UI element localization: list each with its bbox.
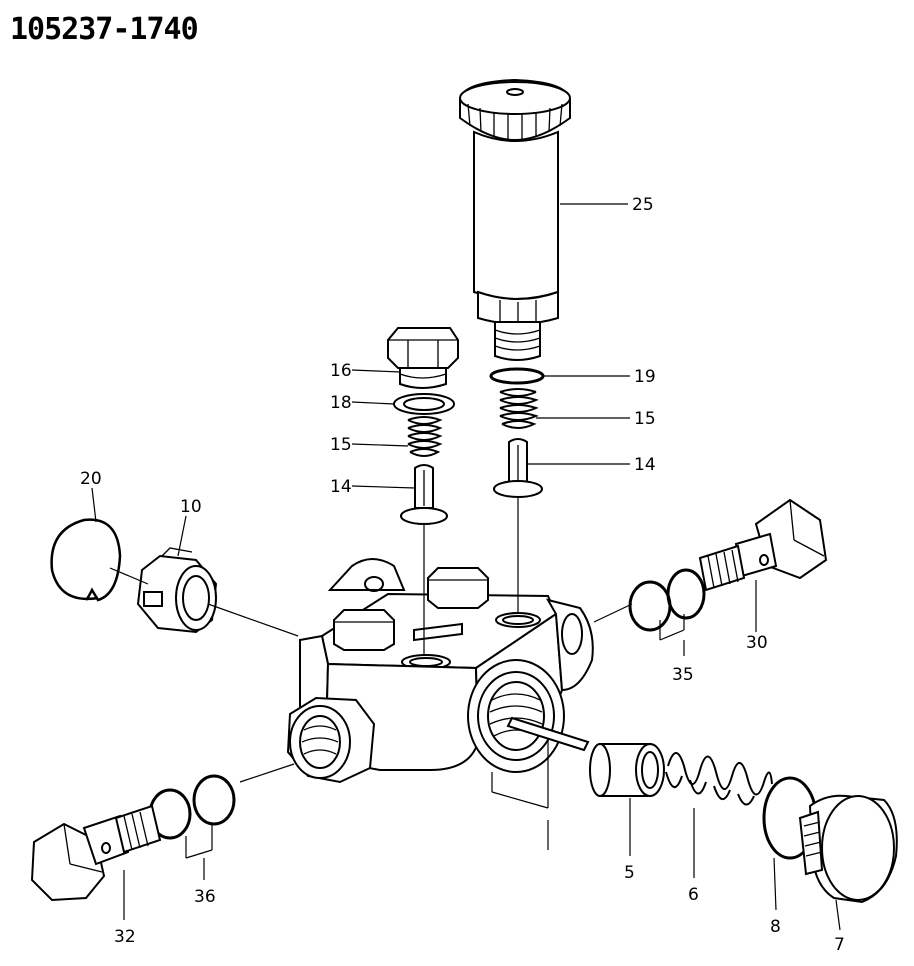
label-7: 7 <box>834 935 845 955</box>
part-number-title: 105237-1740 <box>10 12 199 47</box>
leader-lines <box>91 203 841 931</box>
label-20: 20 <box>80 469 102 489</box>
label-10: 10 <box>180 497 202 517</box>
label-14-left: 14 <box>330 477 352 497</box>
label-14-right: 14 <box>634 455 656 475</box>
label-18: 18 <box>330 393 352 413</box>
valve-14-left <box>400 464 448 525</box>
eye-bolt-30 <box>698 498 828 592</box>
label-6: 6 <box>688 885 699 905</box>
label-16: 16 <box>330 361 352 381</box>
o-ring-19 <box>489 367 545 385</box>
snap-ring-20 <box>50 518 122 602</box>
label-15-left: 15 <box>330 435 352 455</box>
spring-15-left <box>407 416 443 457</box>
eye-bolt-32 <box>30 804 162 902</box>
label-8: 8 <box>770 917 781 937</box>
piston-5 <box>589 743 665 797</box>
washer-18 <box>393 393 455 415</box>
pump-body <box>286 558 594 784</box>
strainer-10 <box>136 547 218 634</box>
label-30: 30 <box>746 633 768 653</box>
label-36: 36 <box>194 887 216 907</box>
label-19: 19 <box>634 367 656 387</box>
washers-36 <box>148 774 236 840</box>
plug-16 <box>387 327 459 389</box>
plug-7 <box>798 794 898 904</box>
spring-15-right <box>499 388 539 429</box>
valve-14-right <box>493 438 543 498</box>
label-35: 35 <box>672 665 694 685</box>
washers-35 <box>628 568 706 632</box>
part-labels: 25 19 15 14 16 18 15 14 20 10 30 35 5 6 … <box>80 195 845 955</box>
label-15-right: 15 <box>634 409 656 429</box>
priming-pump-25 <box>459 78 571 361</box>
label-25: 25 <box>632 195 654 215</box>
spring-6 <box>665 752 773 806</box>
label-32: 32 <box>114 927 136 947</box>
label-5: 5 <box>624 863 635 883</box>
